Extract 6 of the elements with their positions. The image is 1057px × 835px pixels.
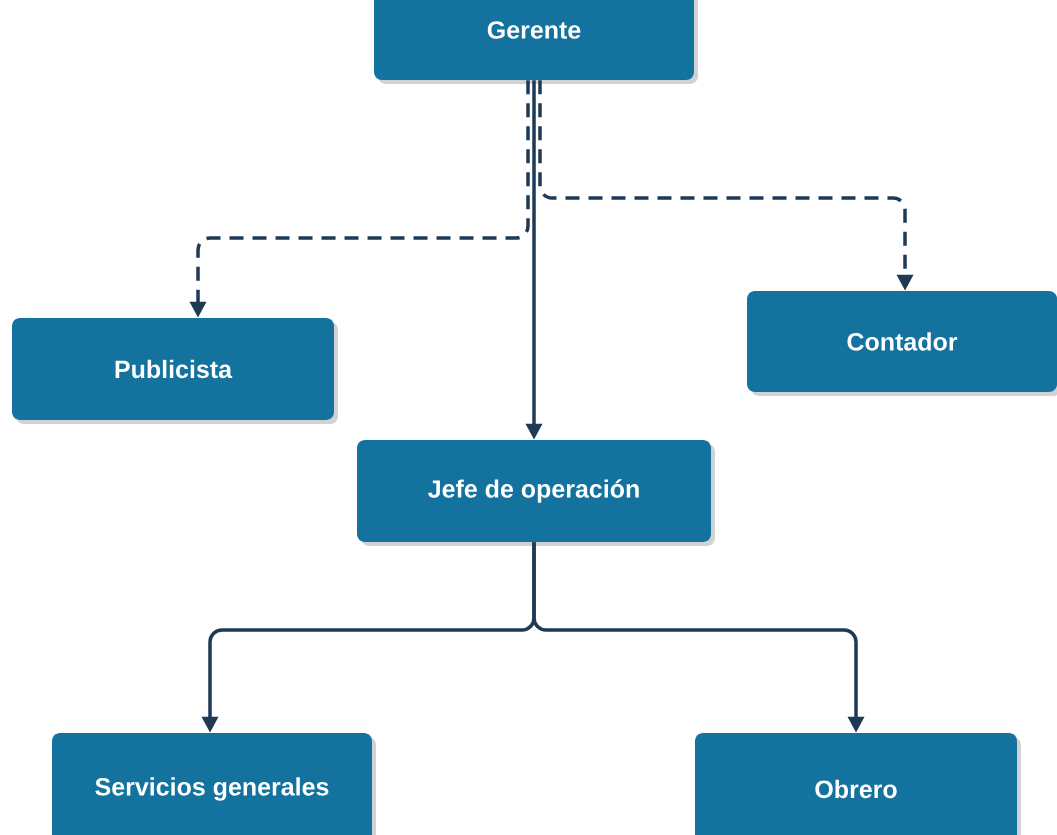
org-box: Gerente [374,0,698,84]
org-box: Obrero [695,733,1021,835]
org-box: Jefe de operación [357,440,715,546]
org-box: Publicista [12,318,338,424]
org-box: Contador [747,291,1057,396]
org-box: Servicios generales [52,733,376,835]
